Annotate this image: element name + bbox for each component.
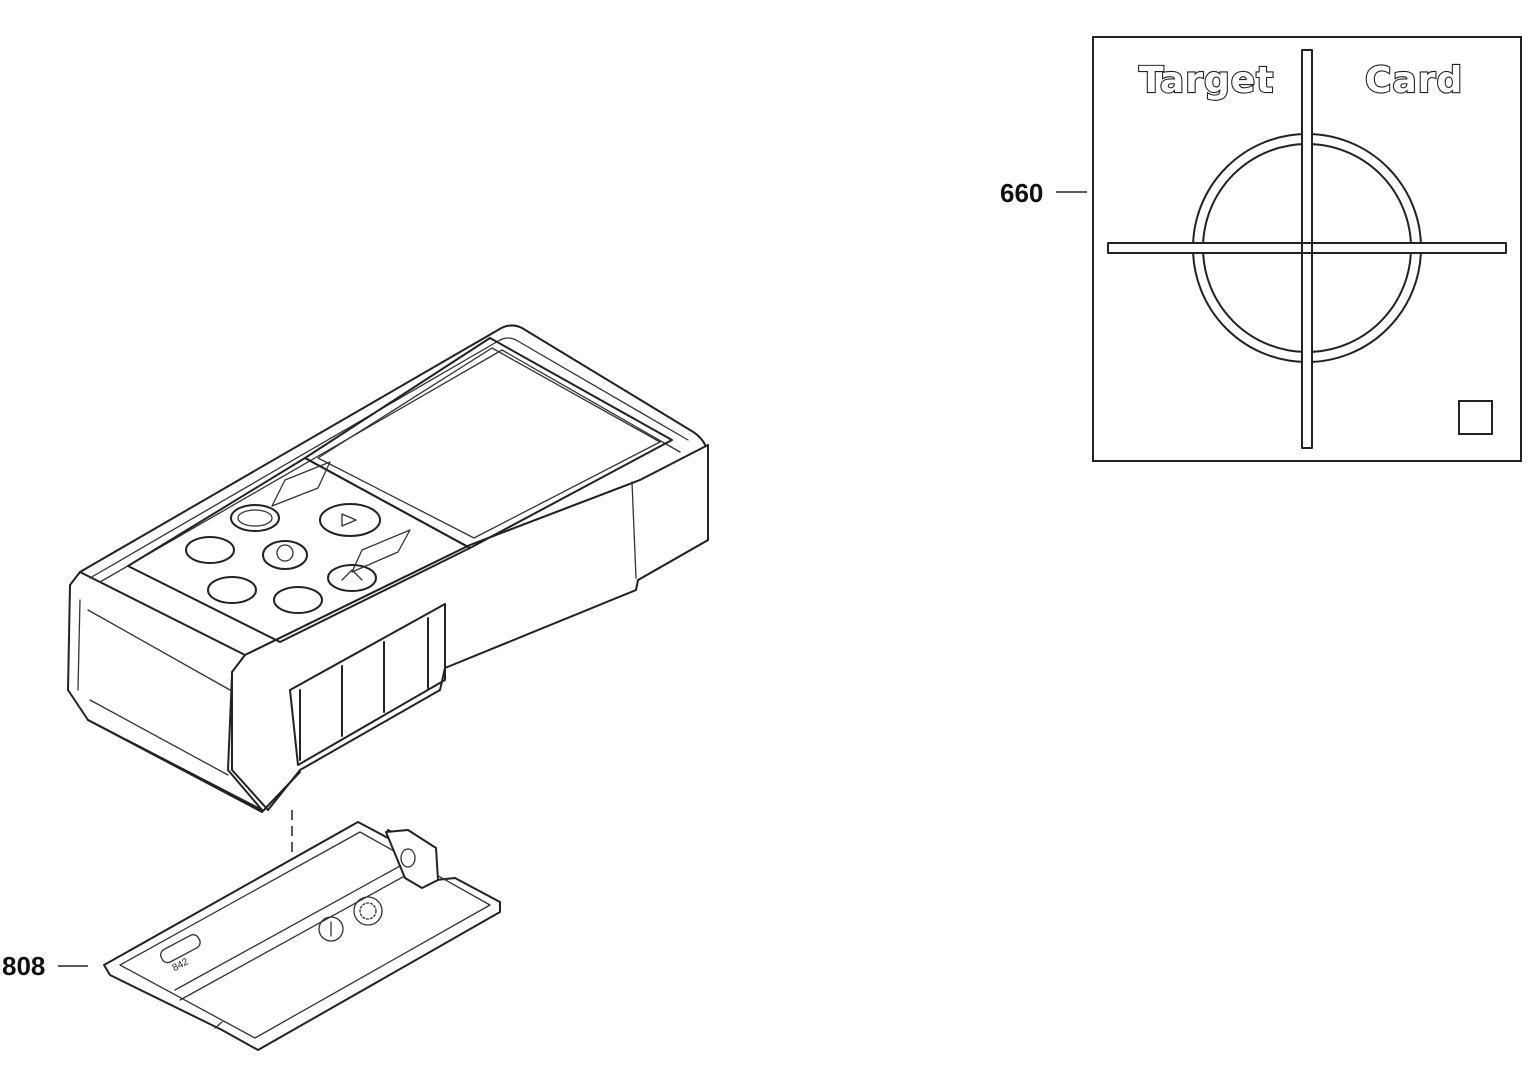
battery-cover: 842 <box>103 821 501 1051</box>
keypad-buttons <box>185 461 411 614</box>
card-word-target: Target <box>1139 60 1274 101</box>
callout-808: 808 <box>2 951 45 981</box>
target-card: Target Card <box>1092 36 1522 462</box>
polarity-plus-icon <box>353 896 383 926</box>
laser-measure-device <box>67 324 709 813</box>
callout-660: 660 <box>1000 178 1043 208</box>
card-word-card: Card <box>1365 60 1463 101</box>
small-square-icon <box>1458 400 1493 435</box>
polarity-minus-icon <box>318 916 344 942</box>
